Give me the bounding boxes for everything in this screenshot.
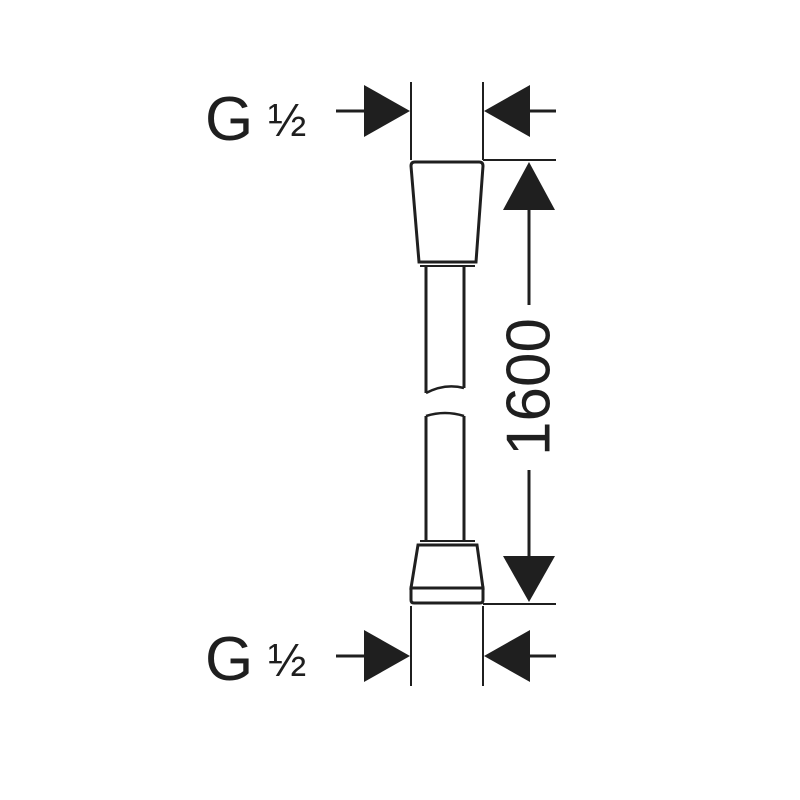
length-top-arrowhead: [503, 162, 555, 210]
hose: [409, 160, 485, 605]
bottom-right-arrowhead: [484, 630, 530, 682]
bottom-left-arrowhead: [364, 630, 410, 682]
bottom-nut-base: [409, 586, 485, 605]
top-thread-dimension: G ½: [205, 85, 556, 154]
upper-tube-break: [425, 385, 465, 395]
top-right-arrowhead: [484, 85, 530, 137]
length-value: 1600: [495, 318, 564, 456]
bottom-thread-dimension: G ½: [205, 625, 556, 694]
bottom-nut-cone: [409, 543, 485, 590]
length-dimension: 1600: [495, 162, 564, 602]
top-nut: [409, 160, 485, 264]
extension-lines: [410, 82, 556, 686]
top-left-arrowhead: [364, 85, 410, 137]
length-bottom-arrowhead: [503, 556, 555, 602]
bottom-thread-size: ½: [268, 634, 306, 686]
top-thread-size: ½: [268, 94, 306, 146]
top-thread-letter: G: [205, 85, 253, 154]
bottom-thread-letter: G: [205, 625, 253, 694]
lower-tube-break: [425, 411, 465, 418]
